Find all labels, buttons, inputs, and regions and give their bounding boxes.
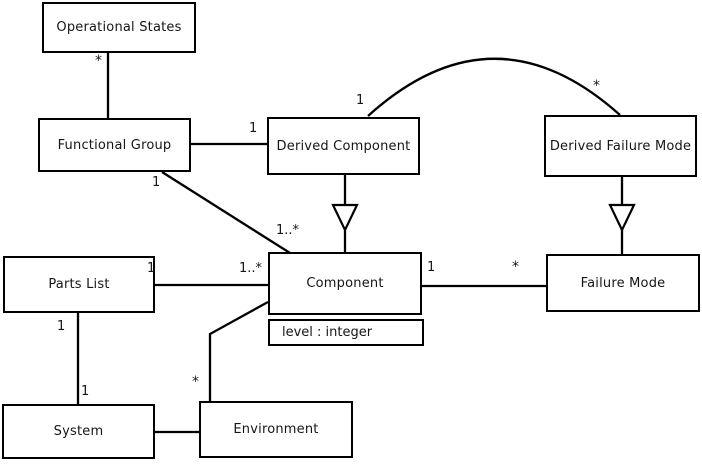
class-name: Operational States xyxy=(56,20,182,35)
class-operational-states: Operational States xyxy=(42,2,196,53)
multiplicity-label-dc-dfm-1: 1 xyxy=(356,93,365,108)
class-name: Derived Failure Mode xyxy=(549,138,692,154)
class-name: Parts List xyxy=(48,277,110,292)
class-name: Functional Group xyxy=(57,137,172,153)
class-component-attribute-compartment: level : integer xyxy=(268,319,424,346)
multiplicity-label-pl-comp-many: 1..* xyxy=(239,261,263,276)
multiplicity-label-pl-sys-bottom: 1 xyxy=(81,384,90,399)
multiplicity-label-os-fg: * xyxy=(95,53,102,69)
multiplicity-label-pl-comp-1: 1 xyxy=(147,261,156,276)
class-failure-mode: Failure Mode xyxy=(546,254,700,312)
attribute-level: level : integer xyxy=(282,325,373,340)
class-name: Derived Component xyxy=(276,138,411,154)
edge-environment-component xyxy=(208,300,269,401)
multiplicity-label-fg-comp-1: 1 xyxy=(152,175,161,190)
multiplicity-label-comp-fm-star: * xyxy=(512,259,519,275)
multiplicity-label-fg-comp-many: 1..* xyxy=(276,223,300,238)
class-name: Environment xyxy=(233,422,319,437)
class-environment: Environment xyxy=(199,401,353,458)
multiplicity-label-comp-fm-1: 1 xyxy=(427,260,436,275)
class-name: Component xyxy=(306,276,384,291)
generalization-triangle-component xyxy=(331,203,359,233)
class-derived-failure-mode: Derived Failure Mode xyxy=(544,115,697,177)
class-name: System xyxy=(53,424,104,439)
class-functional-group: Functional Group xyxy=(38,118,191,172)
edge-functional-group-component xyxy=(161,171,291,254)
class-system: System xyxy=(2,404,155,459)
class-derived-component: Derived Component xyxy=(267,117,420,175)
multiplicity-label-env-comp: * xyxy=(192,374,199,390)
class-name: Failure Mode xyxy=(580,275,666,291)
class-component: Component xyxy=(268,252,422,315)
class-parts-list: Parts List xyxy=(3,256,155,313)
multiplicity-label-fg-dc: 1 xyxy=(249,121,258,136)
multiplicity-label-pl-sys-top: 1 xyxy=(57,319,66,334)
edge-derived-component-derived-failure-mode-arc xyxy=(367,57,621,117)
multiplicity-label-dc-dfm-star: * xyxy=(593,78,600,94)
generalization-triangle-failure-mode xyxy=(608,203,636,233)
